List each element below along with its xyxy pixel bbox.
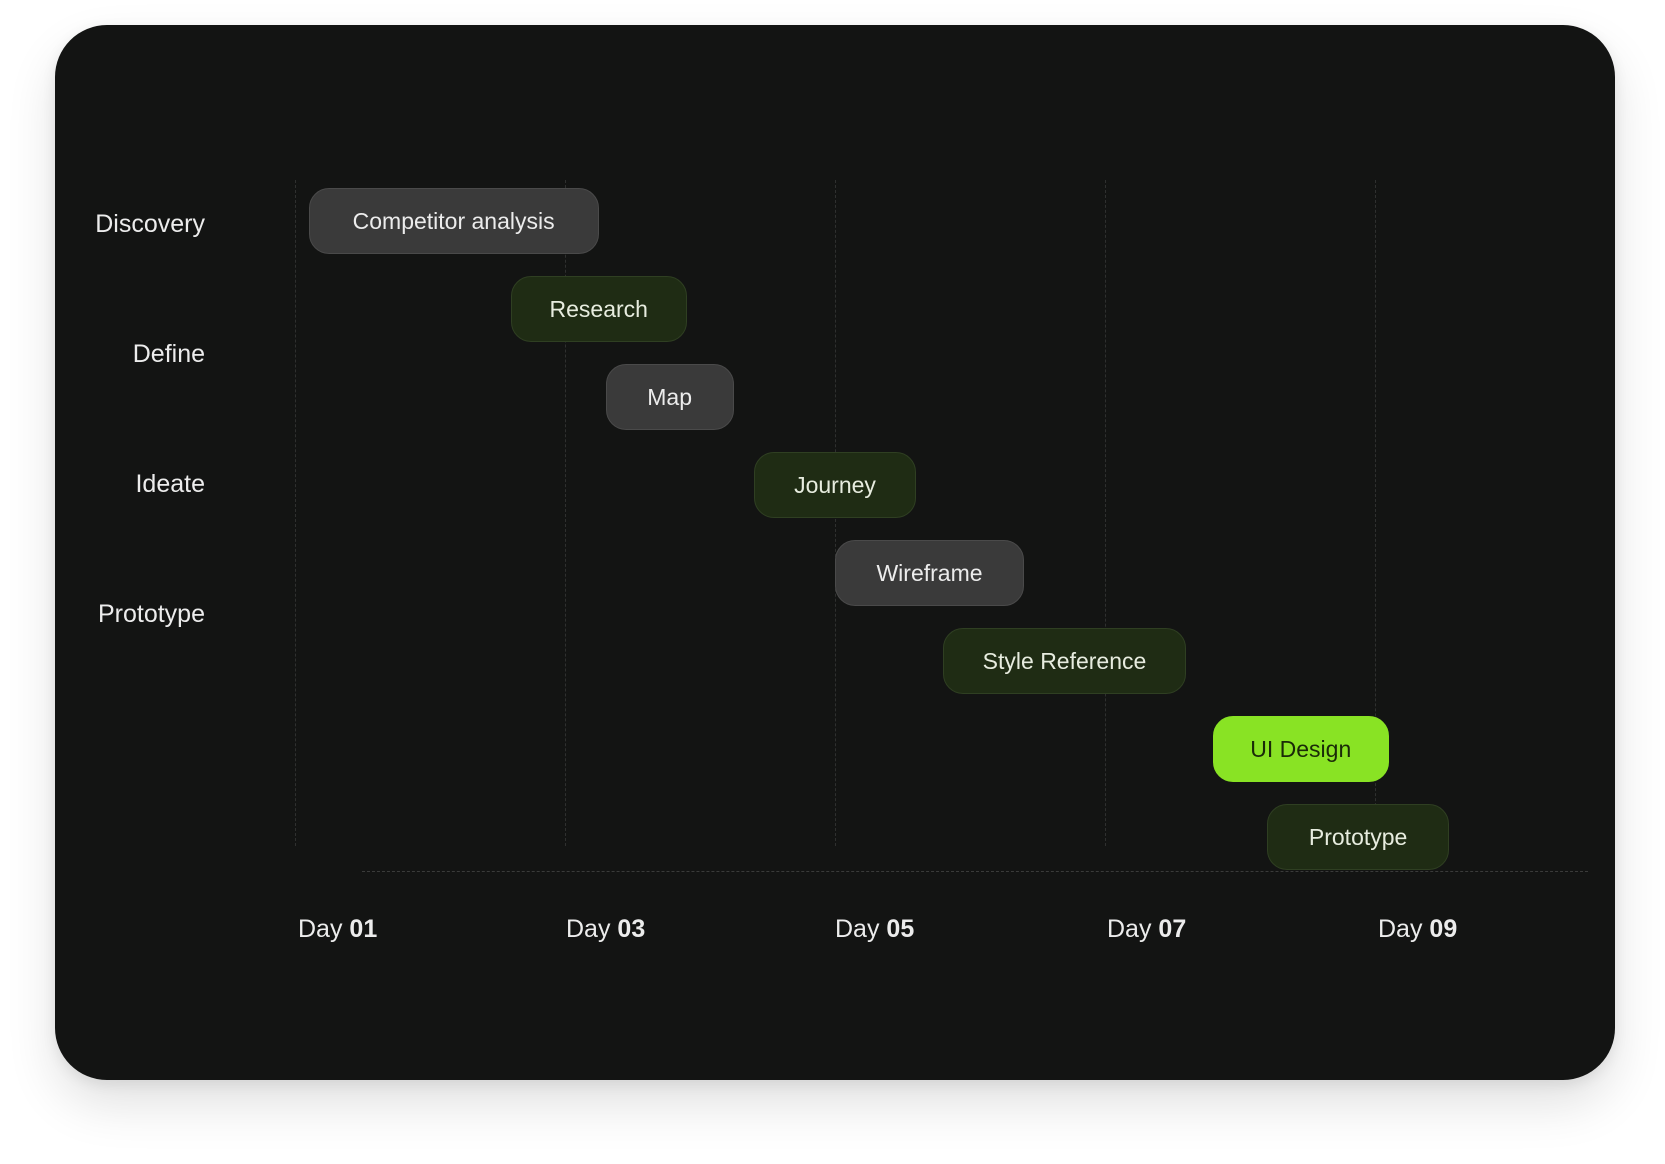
x-axis-baseline xyxy=(362,871,1588,872)
day-tick-03: Day 03 xyxy=(566,915,646,943)
gantt-card: Discovery Define Ideate Prototype Compet… xyxy=(55,25,1615,1080)
grid-line-day-07 xyxy=(1105,180,1106,846)
task-bar-prototype[interactable]: Prototype xyxy=(1267,804,1450,870)
task-bar-competitor-analysis[interactable]: Competitor analysis xyxy=(308,188,599,254)
task-bar-journey[interactable]: Journey xyxy=(754,452,916,518)
phase-label-define: Define xyxy=(132,340,205,368)
day-tick-01: Day 01 xyxy=(298,915,378,943)
task-bar-wireframe[interactable]: Wireframe xyxy=(835,540,1024,606)
phase-label-ideate: Ideate xyxy=(135,470,205,498)
day-tick-05: Day 05 xyxy=(835,915,915,943)
phase-label-prototype: Prototype xyxy=(97,600,205,628)
task-bar-research[interactable]: Research xyxy=(511,276,687,342)
day-tick-09: Day 09 xyxy=(1378,915,1458,943)
phase-label-discovery: Discovery xyxy=(95,210,205,238)
task-bar-style-reference[interactable]: Style Reference xyxy=(943,628,1186,694)
day-tick-07: Day 07 xyxy=(1107,915,1187,943)
grid-line-day-01 xyxy=(295,180,296,846)
task-bar-map[interactable]: Map xyxy=(605,364,734,430)
grid-line-day-03 xyxy=(565,180,566,846)
task-bar-ui-design[interactable]: UI Design xyxy=(1213,716,1389,782)
grid-line-day-09 xyxy=(1375,180,1376,846)
